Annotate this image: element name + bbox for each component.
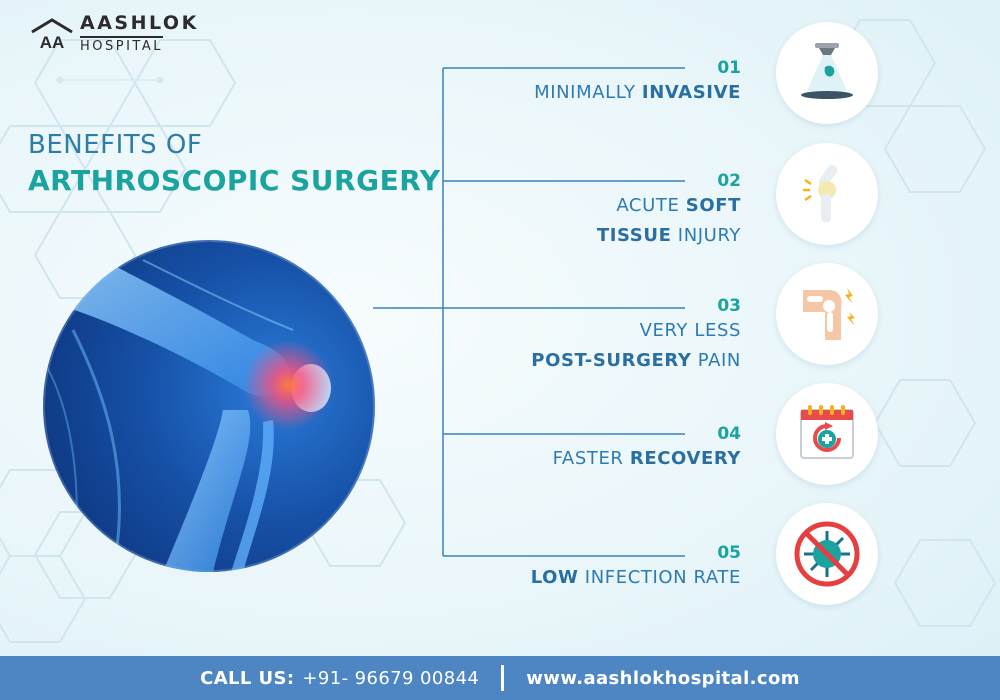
knee-joint-injury-icon (776, 143, 878, 245)
benefit-text: VERY LESS POST-SURGERY PAIN (531, 316, 741, 376)
benefit-text-normal: MINIMALLY (534, 82, 642, 103)
title-line1: BENEFITS OF (28, 130, 203, 160)
logo-name-line2: HOSPITAL (80, 36, 164, 53)
hospital-logo-icon: AA (31, 17, 73, 51)
no-virus-icon (776, 503, 878, 605)
benefit-text-bold: POST-SURGERY (531, 350, 692, 371)
benefit-text-normal: VERY LESS (639, 320, 741, 341)
calendar-recovery-icon (776, 383, 878, 485)
benefit-text: MINIMALLY INVASIVE (534, 78, 741, 108)
benefit-text-bold: LOW (530, 567, 579, 588)
phone-number[interactable]: +91- 96679 00844 (302, 667, 480, 689)
footer-divider (501, 665, 505, 691)
benefit-text: FASTER RECOVERY (553, 444, 741, 474)
benefit-item: 05 LOW INFECTION RATE (531, 543, 741, 593)
benefit-item: 02 ACUTE SOFT TISSUE INJURY (597, 171, 741, 251)
benefit-number: 03 (717, 296, 741, 316)
benefit-text-bold: INVASIVE (641, 82, 741, 103)
knee-xray-illustration (43, 240, 375, 572)
call-label: CALL US: (200, 667, 295, 689)
benefit-text: LOW INFECTION RATE (531, 563, 741, 593)
benefit-text-normal: PAIN (691, 350, 741, 371)
title-line2: ARTHROSCOPIC SURGERY (28, 164, 441, 197)
page-title: BENEFITS OF ARTHROSCOPIC SURGERY (28, 130, 441, 197)
contact-footer: CALL US: +91- 96679 00844 www.aashlokhos… (0, 656, 1000, 700)
benefit-text-bold: SOFT (685, 195, 741, 216)
benefit-number: 01 (717, 58, 741, 78)
benefit-text: ACUTE SOFT TISSUE INJURY (597, 191, 741, 251)
benefit-text-normal: INJURY (671, 225, 741, 246)
benefit-text-normal: INFECTION RATE (578, 567, 741, 588)
benefit-text-bold: RECOVERY (629, 448, 741, 469)
benefit-number: 05 (717, 543, 741, 563)
benefit-number: 02 (717, 171, 741, 191)
benefit-item: 04 FASTER RECOVERY (553, 424, 741, 474)
benefit-number: 04 (717, 424, 741, 444)
benefit-text-normal: ACUTE (616, 195, 686, 216)
website-link[interactable]: www.aashlokhospital.com (526, 667, 800, 689)
benefit-item: 03 VERY LESS POST-SURGERY PAIN (531, 296, 741, 376)
surgery-light-icon (776, 22, 878, 124)
benefit-text-normal: FASTER (552, 448, 630, 469)
logo-name-line1: AASHLOK (80, 12, 199, 34)
knee-pain-icon (776, 263, 878, 365)
benefit-item: 01 MINIMALLY INVASIVE (534, 58, 741, 108)
benefit-text-bold: TISSUE (596, 225, 672, 246)
hospital-logo[interactable]: AA AASHLOK HOSPITAL (30, 14, 199, 53)
logo-letters: AA (40, 33, 65, 51)
